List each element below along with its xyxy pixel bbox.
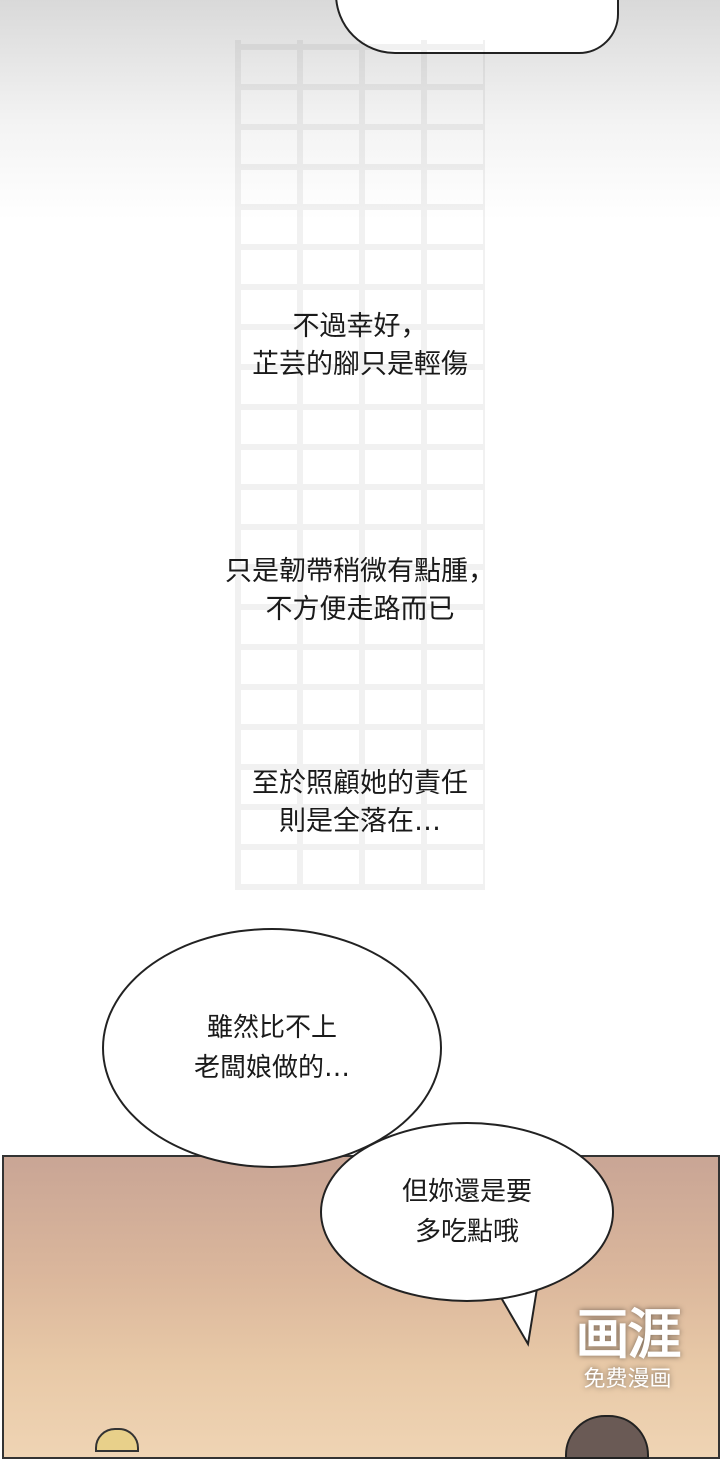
narration-3: 至於照顧她的責任 則是全落在… (0, 765, 720, 841)
narration-line: 不方便走路而已 (265, 594, 455, 625)
narration-1: 不過幸好， 芷芸的腳只是輕傷 (0, 308, 720, 384)
watermark-subtitle: 免费漫画 (583, 1367, 672, 1392)
narration-2: 只是韌帶稍微有點腫， 不方便走路而已 (0, 553, 720, 629)
background-pattern (235, 40, 485, 890)
bubble-line: 但妳還是要 (401, 1177, 532, 1207)
narration-line: 不過幸好， (292, 311, 428, 342)
narration-line: 只是韌帶稍微有點腫， (225, 556, 495, 587)
narration-line: 芷芸的腳只是輕傷 (252, 349, 468, 380)
bubble-line: 雖然比不上 (206, 1013, 337, 1043)
speech-bubble-2: 但妳還是要 多吃點哦 (320, 1122, 614, 1302)
speech-bubble-1: 雖然比不上 老闆娘做的… (102, 928, 442, 1168)
narration-line: 至於照顧她的責任 (252, 768, 468, 799)
speech-bubble-partial (335, 0, 619, 54)
watermark-logo: 画涯 (575, 1303, 682, 1366)
bubble-line: 多吃點哦 (414, 1217, 519, 1247)
narration-line: 則是全落在… (279, 806, 441, 837)
bubble-line: 老闆娘做的… (193, 1053, 350, 1083)
watermark: 画涯 免费漫画 (565, 1305, 690, 1395)
